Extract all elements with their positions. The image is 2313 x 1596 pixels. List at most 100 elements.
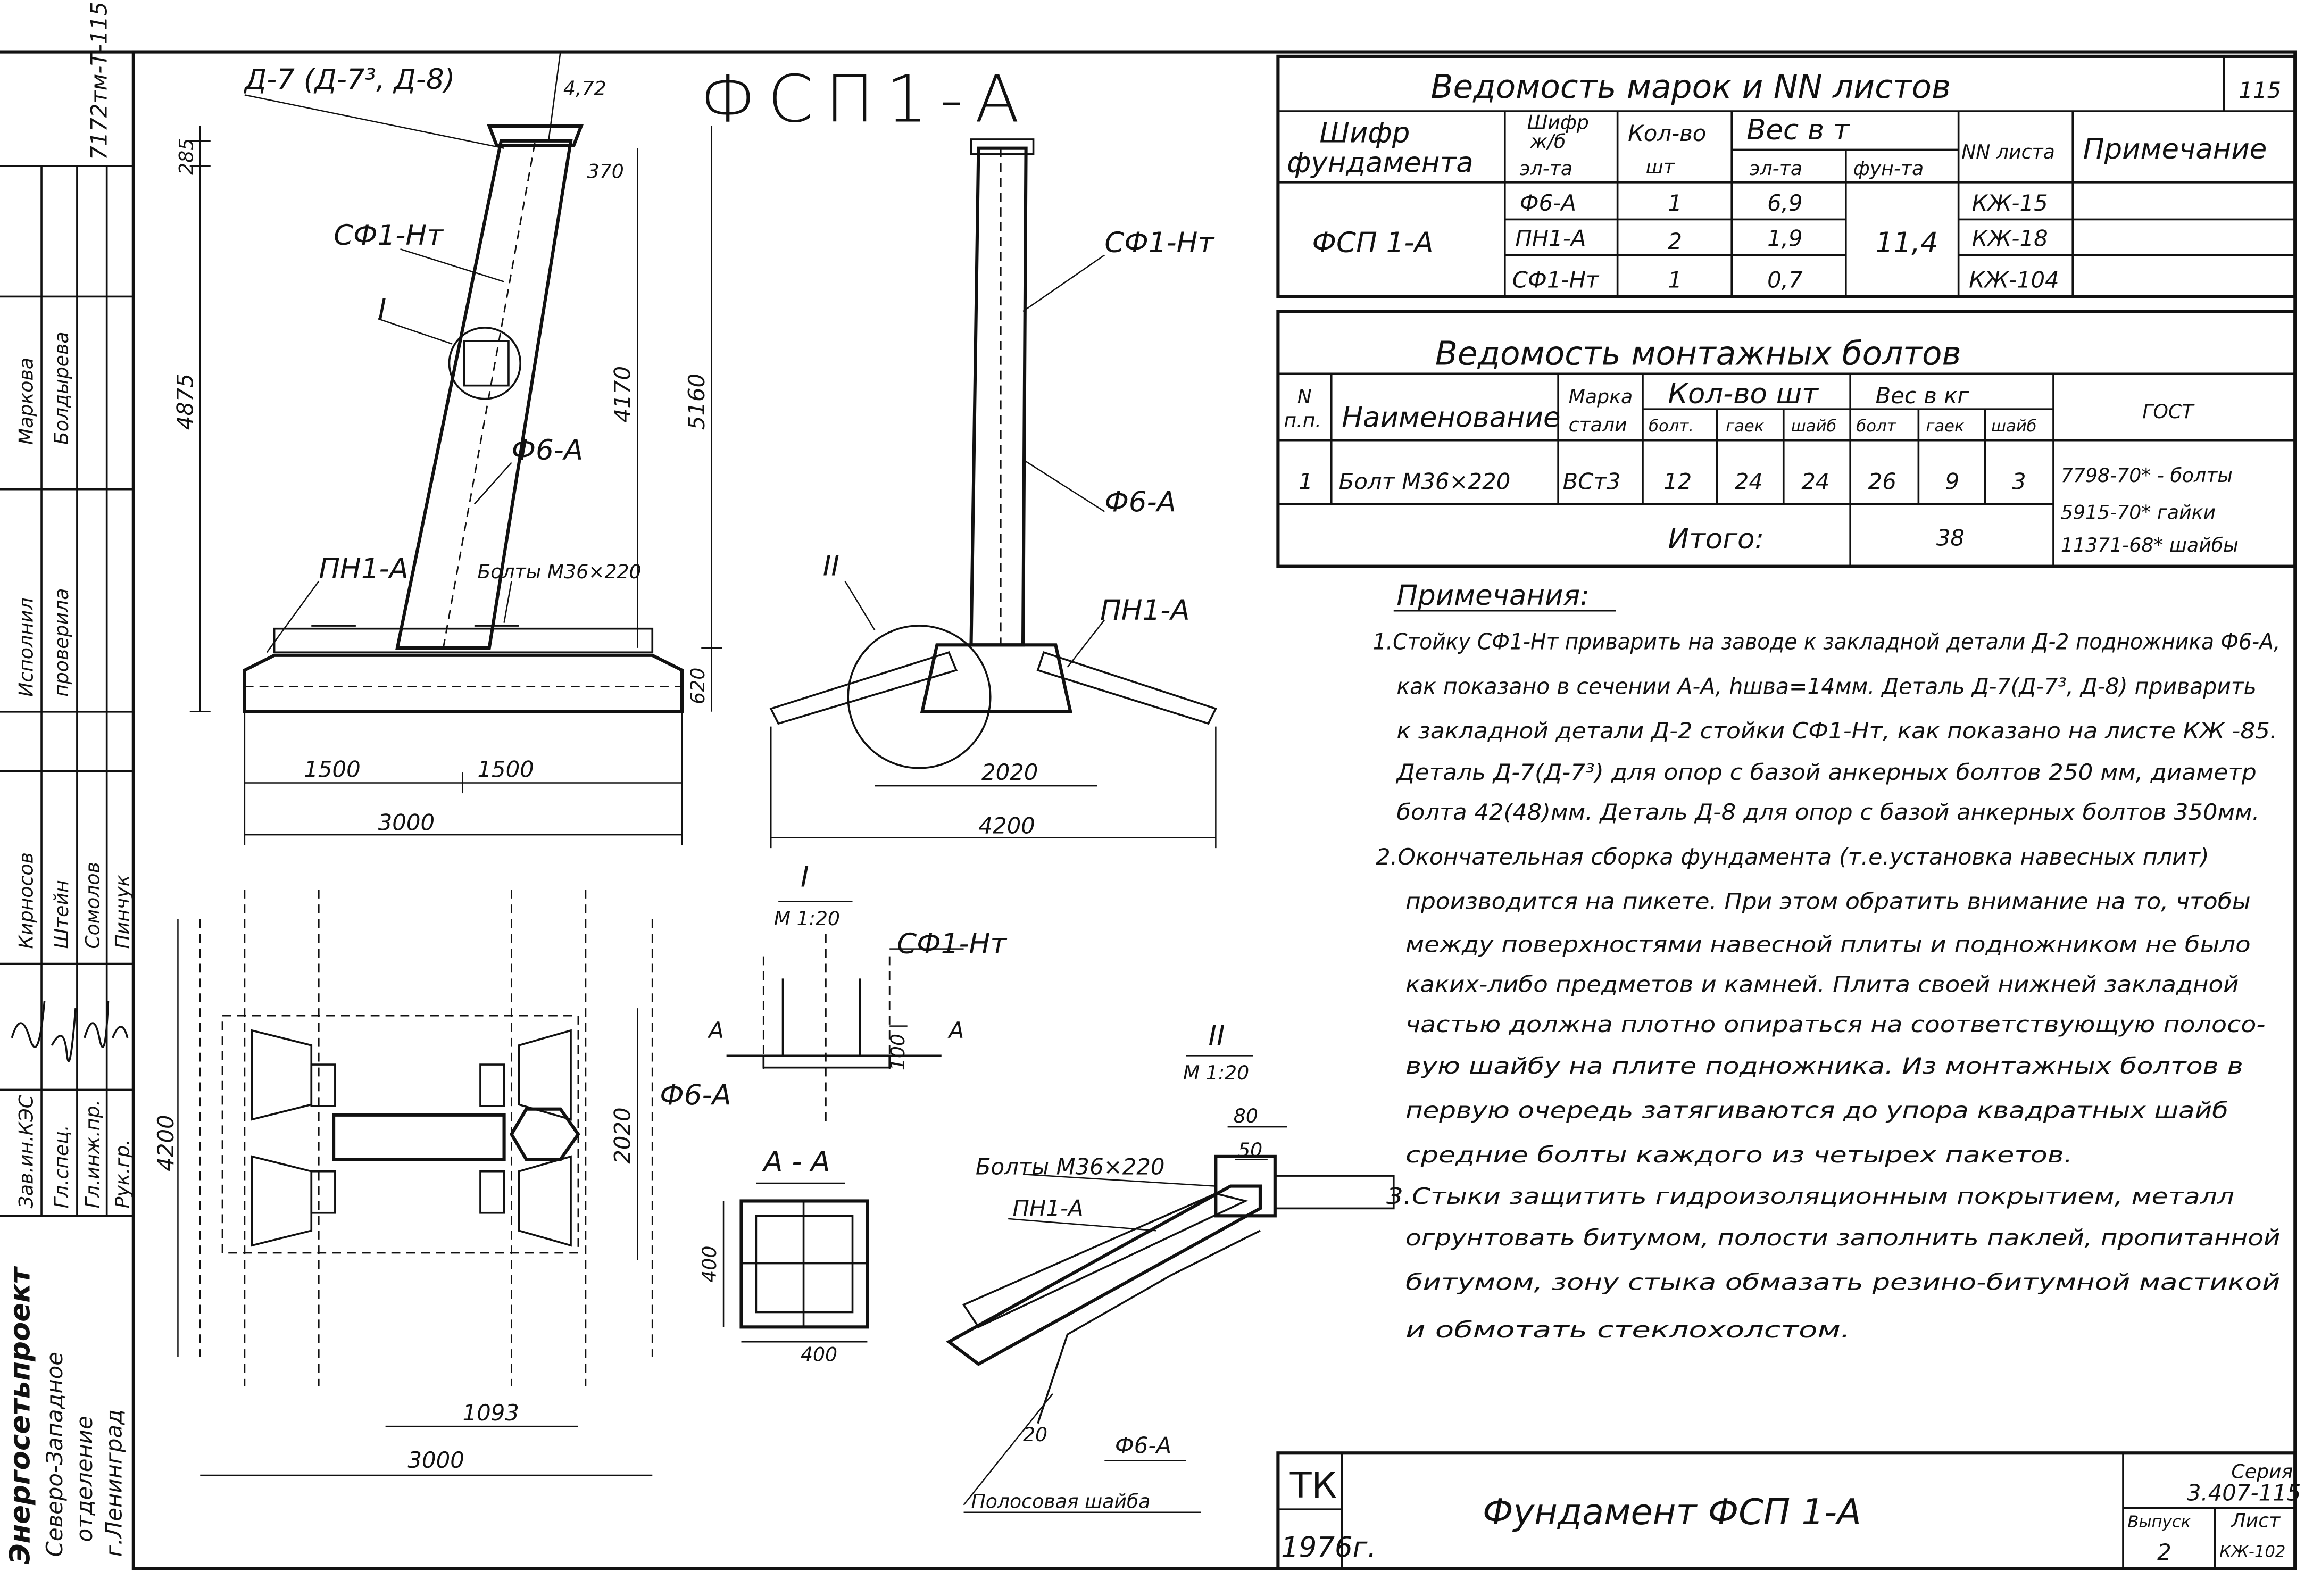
- table-row: ПН1-А 2 1,9 КЖ-18: [1515, 226, 2048, 255]
- note-line: средние болты каждого из четырех пакетов…: [1405, 1142, 2073, 1168]
- th-qty-sub: болт.: [1649, 417, 1694, 436]
- stamp-name: Болдырева: [50, 331, 73, 445]
- gost-line: 7798-70* - болты: [2061, 464, 2233, 487]
- note-line: между поверхностями навесной плиты и под…: [1405, 931, 2251, 957]
- section-aa-view: А - А 400 400: [698, 1146, 869, 1366]
- dim-1093: 1093: [463, 1400, 519, 1426]
- detail-1-label: I: [801, 861, 809, 894]
- title-block: ТК 1976г. Фундамент ФСП 1-А Серия 3.407-…: [1276, 1451, 2301, 1570]
- note-line: первую очередь затягиваются до упора ква…: [1405, 1097, 2228, 1123]
- note-line: битумом, зону стыка обмазать резино-биту…: [1405, 1269, 2280, 1295]
- marks-table: Ведомость марок и NN листов 115 Шифр фун…: [1276, 54, 2297, 298]
- dim-285: 285: [174, 138, 197, 175]
- note-line: болта 42(48)мм. Деталь Д-8 для опор с ба…: [1396, 799, 2259, 825]
- detail-1-view: I М 1:20 СФ1-Нт А А 100 Ф6-А: [660, 861, 1008, 1127]
- label-base: Ф6-А: [660, 1079, 731, 1111]
- stamp-organization: Энергосетьпроект: [4, 1266, 37, 1564]
- th-element-code: эл-та: [1520, 157, 1572, 180]
- cell-sheet: КЖ-104: [1969, 267, 2059, 293]
- th-weight-sub: болт: [1856, 417, 1896, 436]
- detail-2-view: II М 1:20 80 50 Болты М36×220 ПН1-А 20 Ф…: [946, 1020, 1395, 1513]
- table-row: Ф6-А 1 6,9 КЖ-15: [1520, 190, 2048, 216]
- note-line: огрунтовать битумом, полости заполнить п…: [1405, 1225, 2280, 1251]
- th-weight-sub: гаек: [1926, 417, 1965, 436]
- note-line: производится на пикете. При этом обратит…: [1405, 888, 2251, 914]
- stamp-name: Кирносов: [14, 852, 37, 949]
- title-block-year: 1976г.: [1281, 1531, 1376, 1564]
- dim-5160: 5160: [684, 373, 710, 430]
- detail-2-scale: М 1:20: [1183, 1061, 1249, 1084]
- label-pole: СФ1-Нт: [897, 928, 1008, 960]
- cell-element: СФ1-Нт: [1512, 267, 1600, 293]
- stamp-doc-code: 7172тм-Т-115: [86, 2, 112, 160]
- stamp-branch: отделение: [71, 1416, 97, 1542]
- cell-sheet: КЖ-15: [1972, 190, 2048, 216]
- dim-4200: 4200: [978, 812, 1035, 838]
- th-weight-sub: шайб: [1991, 417, 2037, 436]
- dim-4200: 4200: [153, 1115, 179, 1171]
- dim-3000: 3000: [378, 810, 435, 836]
- cell-foundation-weight: 11,4: [1876, 227, 1938, 259]
- stamp-name: Штейн: [50, 880, 73, 949]
- dim-4170: 4170: [609, 366, 635, 422]
- dim-370: 370: [587, 160, 624, 182]
- table-row: СФ1-Нт 1 0,7 КЖ-104: [1512, 267, 2059, 293]
- title-block-title: Фундамент ФСП 1-А: [1483, 1491, 1861, 1533]
- th-weight: Вес в т: [1746, 114, 1851, 146]
- title-block-sheet-label: Лист: [2230, 1509, 2281, 1532]
- th-qty-sub: гаек: [1726, 417, 1765, 436]
- section-a-left: А: [707, 1017, 724, 1043]
- title-block-tk: ТК: [1289, 1465, 1337, 1506]
- gost-line: 5915-70* гайки: [2061, 501, 2216, 523]
- title-block-issue: 2: [2157, 1539, 2171, 1565]
- th-qty: шт: [1646, 155, 1675, 178]
- dim-1500: 1500: [477, 756, 534, 782]
- th-foundation-code: фундамента: [1287, 146, 1474, 179]
- th-num: N: [1297, 385, 1312, 408]
- stamp-role: Исполнил: [14, 598, 37, 697]
- th-num: п.п.: [1284, 409, 1321, 432]
- note-line: 2.Окончательная сборка фундамента (т.е.у…: [1376, 844, 2209, 870]
- plan-view: 4200 2020 1093 3000: [153, 890, 653, 1476]
- sheet-frame: [131, 50, 2297, 1570]
- stamp-role: Гл.инж.пр.: [81, 1100, 104, 1208]
- th-qty: Кол-во шт: [1668, 378, 1819, 410]
- cell-weight: 26: [1868, 469, 1896, 495]
- dim-80: 80: [1234, 1104, 1258, 1127]
- th-weight-foundation: фун-та: [1853, 157, 1924, 180]
- title-block-series-label: Серия: [2231, 1460, 2293, 1483]
- title-block-series: 3.407-115: [2187, 1479, 2301, 1506]
- cell-qty: 2: [1668, 228, 1682, 254]
- th-weight-element: эл-та: [1750, 157, 1802, 180]
- dim-4875: 4875: [172, 373, 198, 430]
- title-block-sheet: КЖ-102: [2219, 1542, 2285, 1561]
- title-block-issue-label: Выпуск: [2127, 1513, 2191, 1532]
- note-line: каких-либо предметов и камней. Плита сво…: [1405, 971, 2239, 998]
- notes-section: Примечания: 1.Стойку СФ1-Нт приварить на…: [1373, 579, 2281, 1343]
- cell-foundation: ФСП 1-А: [1312, 227, 1433, 259]
- bolts-table: Ведомость монтажных болтов N п.п. Наимен…: [1276, 310, 2297, 568]
- stamp-role: Гл.спец.: [50, 1125, 73, 1209]
- bolts-table-title: Ведомость монтажных болтов: [1435, 335, 1961, 373]
- cell-qty: 24: [1735, 469, 1763, 495]
- drawing-title: ФСП1-А: [700, 61, 1031, 137]
- cell-weight: 1,9: [1767, 226, 1802, 252]
- stamp-role: проверила: [50, 588, 73, 697]
- label-washer: Полосовая шайба: [971, 1490, 1150, 1512]
- dim-620: 620: [686, 668, 709, 704]
- th-gost: ГОСТ: [2142, 400, 2195, 423]
- cell-weight: 9: [1945, 469, 1960, 495]
- label-plate: ПН1-А: [319, 553, 409, 585]
- cell-element: ПН1-А: [1515, 226, 1586, 252]
- dim-100: 100: [886, 1034, 909, 1070]
- cell-weight: 3: [2012, 469, 2026, 495]
- label-base: Ф6-А: [512, 434, 584, 467]
- cell-qty: 1: [1668, 267, 1682, 293]
- side-stamp: 7172тм-Т-115 Маркова Болдырева Исполнил …: [0, 2, 134, 1564]
- note-line: 3.Стыки защитить гидроизоляционным покры…: [1386, 1183, 2234, 1209]
- label-angle: 4,72: [563, 77, 606, 99]
- gost-line: 11371-68* шайбы: [2061, 534, 2239, 556]
- cell-name: Болт М36×220: [1339, 469, 1511, 495]
- dim-50: 50: [1238, 1138, 1262, 1161]
